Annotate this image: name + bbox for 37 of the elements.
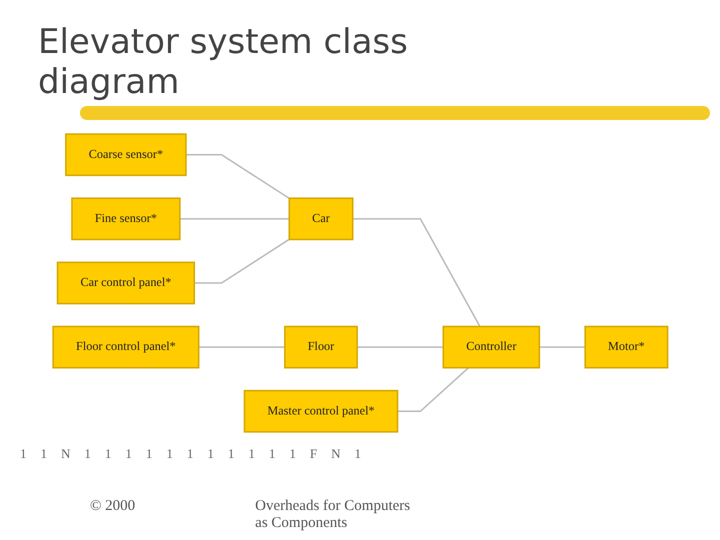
multiplicity-label: N [61, 446, 70, 462]
association-line [186, 154, 290, 200]
class-box: Coarse sensor* [64, 133, 186, 176]
class-box: Car control panel* [56, 262, 195, 304]
multiplicity-label: 1 [186, 446, 194, 462]
association-line [194, 238, 290, 284]
multiplicity-label: N [331, 446, 341, 462]
multiplicity-label: 1 [20, 446, 26, 462]
association-line [538, 346, 585, 348]
multiplicity-label: 1 [207, 446, 214, 462]
multiplicity-label: 1 [125, 446, 132, 462]
multiplicity-label: 1 [289, 446, 296, 462]
footer-text: © 2000 [90, 498, 136, 516]
multiplicity-label: 1 [104, 446, 112, 462]
class-box: Floor [284, 326, 358, 368]
class-box: Controller [442, 326, 540, 368]
association-line [198, 346, 284, 348]
multiplicity-label: 1 [40, 446, 47, 462]
footer-text: Overheads for Computers as Components [255, 498, 412, 532]
multiplicity-label: 1 [354, 446, 362, 462]
multiplicity-label: F [310, 446, 318, 462]
multiplicity-label: 1 [248, 446, 255, 462]
multiplicity-label: 1 [228, 446, 234, 462]
multiplicity-label: 1 [166, 446, 173, 462]
class-box: Floor control panel* [52, 326, 200, 368]
class-box: Motor* [584, 326, 668, 368]
class-box: Master control panel* [243, 390, 398, 433]
association-line [356, 346, 443, 348]
association-line [352, 218, 480, 327]
class-box: Fine sensor* [70, 197, 180, 240]
class-box: Car [288, 197, 354, 240]
multiplicity-label: 1 [146, 446, 152, 462]
association-line [180, 218, 289, 220]
association-line [397, 367, 469, 412]
multiplicity-label: 1 [268, 446, 276, 462]
slide-title: Elevator system class diagram [38, 22, 409, 102]
multiplicity-label: 1 [84, 446, 91, 462]
